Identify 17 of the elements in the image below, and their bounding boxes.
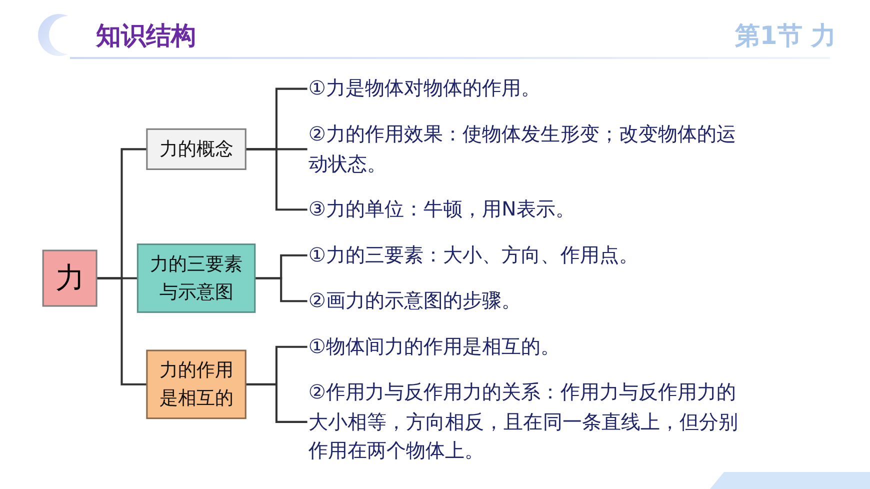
item-text: ①力的三要素：大小、方向、作用点。: [308, 244, 638, 266]
item-text: ③力的单位：牛顿，用N表示。: [308, 198, 575, 221]
item-text: ①力是物体对物体的作用。: [308, 77, 541, 100]
connector-line: [246, 148, 308, 211]
topic-box: 力的作用是相互的: [146, 350, 246, 420]
section-label: 第1节 力: [734, 20, 836, 52]
item-text: ①物体间力的作用是相互的。: [308, 335, 560, 358]
connector-line: [96, 277, 147, 386]
item-text: ②画力的示意图的步骤。: [308, 290, 522, 312]
topic-box: 力的概念: [146, 128, 246, 170]
item-text: ②作用力与反作用力的关系：作用力与反作用力的大小相等，方向相反，且在同一条直线上，但分别作用在两个物体上。: [308, 381, 738, 462]
item-text: ②力的作用效果：使物体发生形变；改变物体的运动状态。: [308, 122, 736, 175]
root-box: 力: [42, 250, 98, 307]
topic-box: 力的三要素与示意图: [136, 244, 256, 313]
connector-line: [254, 277, 308, 302]
connector-line: [246, 383, 308, 423]
page-title: 知识结构: [96, 20, 196, 52]
